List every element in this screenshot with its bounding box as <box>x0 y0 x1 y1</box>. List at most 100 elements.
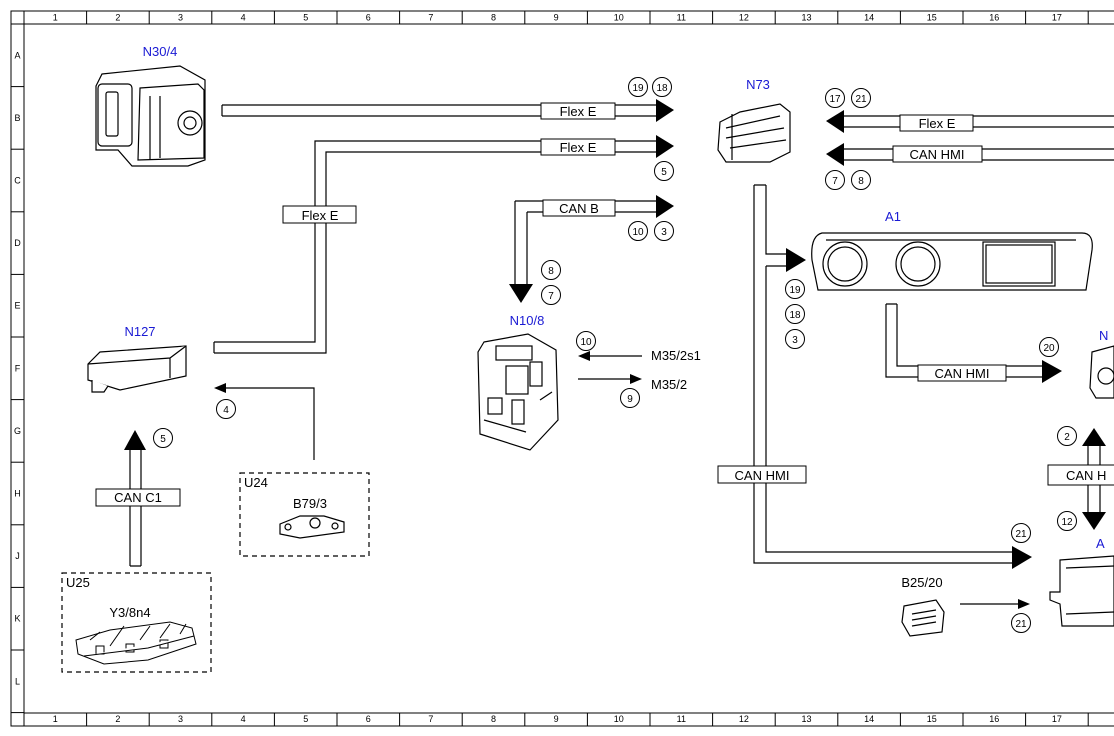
svg-text:17: 17 <box>829 94 841 105</box>
flex-e-label-n73: Flex E <box>919 116 956 131</box>
svg-text:18: 18 <box>789 310 801 321</box>
svg-text:18: 18 <box>656 83 668 94</box>
arrowhead-to-partial-module <box>1042 360 1062 383</box>
n10-8-module-icon <box>477 333 559 451</box>
svg-text:9: 9 <box>627 394 633 405</box>
u24-label: U24 <box>244 475 268 490</box>
svg-text:3: 3 <box>792 335 798 346</box>
b25-20-label: B25/20 <box>901 575 942 590</box>
svg-text:8: 8 <box>858 176 864 187</box>
arrowhead-can-h-down <box>1082 512 1106 530</box>
grid-column-label: 6 <box>366 714 371 724</box>
arrowhead-can-hmi-into-n73 <box>826 143 844 166</box>
callout-circles: 19 18 5 10 3 17 21 7 8 8 7 10 9 19 18 3 … <box>153 77 1077 633</box>
grid-column-label: 16 <box>989 714 999 724</box>
grid-column-label: 5 <box>303 714 308 724</box>
n30-4-module-icon <box>95 65 206 167</box>
n73-module-icon <box>717 103 791 163</box>
callout-21-mid: 21 <box>1011 523 1031 543</box>
arrowhead-flex-e-to-n73 <box>656 135 674 158</box>
grid-column-label: 9 <box>554 714 559 724</box>
m35-2s1-label: M35/2s1 <box>651 348 701 363</box>
arrowhead-to-partial-unit <box>1012 546 1032 569</box>
partial-module-icon-right <box>1089 345 1114 399</box>
svg-text:21: 21 <box>1015 529 1027 540</box>
flex-e-label-vertical: Flex E <box>302 208 339 223</box>
can-hmi-label-vertical: CAN HMI <box>735 468 790 483</box>
n73-label: N73 <box>746 77 770 92</box>
grid-column-label: 15 <box>927 13 937 23</box>
m35-2-label: M35/2 <box>651 377 687 392</box>
n127-module-icon <box>87 345 187 393</box>
grid-column-label: 3 <box>178 714 183 724</box>
can-b-label: CAN B <box>559 201 599 216</box>
callout-17: 17 <box>825 88 845 108</box>
grid-row-label: B <box>14 113 20 123</box>
callout-19-a1: 19 <box>785 279 805 299</box>
arrowhead-can-b-to-n73 <box>656 195 674 218</box>
grid-column-label: 12 <box>739 714 749 724</box>
svg-text:10: 10 <box>580 337 592 348</box>
grid-column-label: 7 <box>428 714 433 724</box>
signal-lines <box>226 355 1018 605</box>
svg-text:8: 8 <box>548 266 554 277</box>
callout-5-n127: 5 <box>153 428 173 448</box>
grid-column-label: 9 <box>554 13 559 23</box>
flex-e-label-top: Flex E <box>560 104 597 119</box>
grid-row-label: G <box>14 426 21 436</box>
grid-column-label: 2 <box>115 714 120 724</box>
callout-12: 12 <box>1057 511 1077 531</box>
can-h-label-partial: CAN H <box>1066 468 1106 483</box>
grid-column-label: 10 <box>614 714 624 724</box>
grid-column-label: 17 <box>1052 13 1062 23</box>
y3-8n4-valve-body-icon <box>75 621 197 665</box>
b25-20-sensor-icon <box>901 599 945 637</box>
grid-column-label: 5 <box>303 13 308 23</box>
grid-column-label: 13 <box>801 714 811 724</box>
a1-instrument-cluster-icon <box>811 232 1093 291</box>
svg-text:21: 21 <box>855 94 867 105</box>
partial-module-label: N <box>1099 328 1108 343</box>
grid-column-label: 13 <box>801 13 811 23</box>
arrowhead-to-a1 <box>786 248 806 272</box>
arrowhead-can-h-up <box>1082 428 1106 446</box>
grid-column-label: 10 <box>614 13 624 23</box>
grid-column-label: 3 <box>178 13 183 23</box>
svg-text:4: 4 <box>223 405 229 416</box>
callout-3-can-b: 3 <box>654 221 674 241</box>
arrowhead-can-b-to-n10-8 <box>509 284 533 303</box>
callout-8-n73: 8 <box>851 170 871 190</box>
bus-lines <box>129 104 1114 567</box>
flex-e-label-mid: Flex E <box>560 140 597 155</box>
callout-10-m35: 10 <box>576 331 596 351</box>
callout-9-m35: 9 <box>620 388 640 408</box>
grid-column-label: 14 <box>864 714 874 724</box>
b79-3-label: B79/3 <box>293 496 327 511</box>
callout-4: 4 <box>216 399 236 419</box>
grid-column-label: 8 <box>491 714 496 724</box>
grid-row-label: A <box>14 50 20 60</box>
grid-row-label: J <box>15 551 20 561</box>
grid-row-label: F <box>15 363 21 373</box>
callout-2: 2 <box>1057 426 1077 446</box>
callout-7-n10-8: 7 <box>541 285 561 305</box>
svg-text:21: 21 <box>1015 619 1027 630</box>
arrowhead-n30-4-to-n73 <box>656 99 674 122</box>
grid-row-label: K <box>14 614 20 624</box>
grid-row-label: D <box>14 238 21 248</box>
grid-row-label: H <box>14 489 21 499</box>
grid-column-label: 7 <box>428 13 433 23</box>
callout-18-a1: 18 <box>785 304 805 324</box>
svg-text:7: 7 <box>548 291 554 302</box>
svg-text:10: 10 <box>632 227 644 238</box>
grid-column-label: 8 <box>491 13 496 23</box>
grid-column-label: 1 <box>53 13 58 23</box>
bus-label-boxes <box>95 102 1114 507</box>
partial-unit-icon-right <box>1049 555 1114 627</box>
arrowhead-can-c1-to-n127 <box>124 430 146 450</box>
grid-row-label: C <box>14 176 21 186</box>
callout-7-n73: 7 <box>825 170 845 190</box>
grid-column-label: 12 <box>739 13 749 23</box>
